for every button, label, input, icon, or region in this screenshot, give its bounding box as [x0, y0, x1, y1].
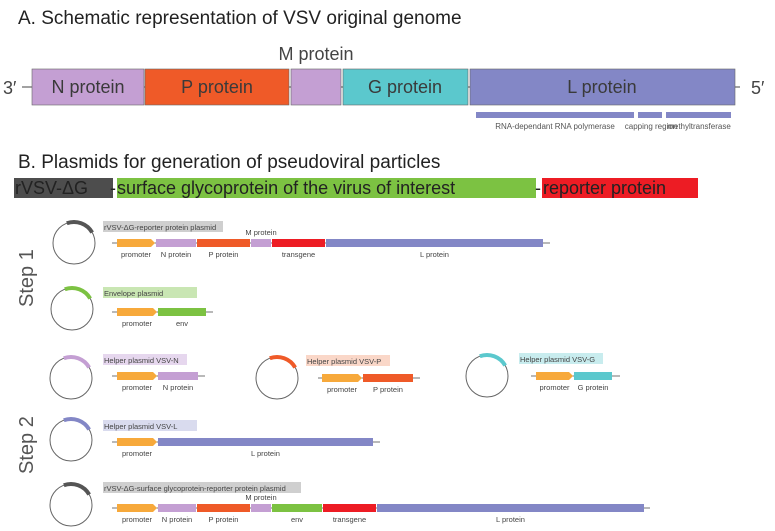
genome-n-label: N protein — [51, 77, 124, 97]
helper-n-title: Helper plasmid VSV-N — [104, 356, 179, 365]
surface-part-4-gene-block — [272, 504, 322, 512]
domain-polymerase-bar — [476, 112, 634, 118]
helper-g-part-1-label: G protein — [578, 383, 609, 392]
surface-part-1-label: N protein — [162, 515, 192, 524]
helper-g-part-1-gene-block — [574, 372, 612, 380]
envelope-plasmid-insert-arc — [64, 286, 92, 300]
surface-part-6-gene-block — [377, 504, 644, 512]
formula-part2: surface glycoprotein of the virus of int… — [117, 178, 455, 198]
helper-n-part-0-label: promoter — [122, 383, 153, 392]
reporter-title-highlight — [103, 221, 223, 232]
helper-n-title-highlight — [103, 354, 187, 365]
genome-l-block — [469, 68, 736, 106]
envelope-part-0-label: promoter — [122, 319, 153, 328]
surface-part-5-label: transgene — [333, 515, 366, 524]
surface-part-0-label: promoter — [122, 515, 153, 524]
helper-l-plasmid-insert-arc — [63, 417, 91, 431]
envelope-title-highlight — [103, 287, 197, 298]
helper-l-part-1-label: L protein — [251, 449, 280, 458]
surface-plasmid-insert-arc — [63, 482, 91, 496]
helper-g-part-0-promoter-arrow — [536, 372, 573, 380]
genome-n-block — [31, 68, 145, 106]
helper-p-title-highlight — [306, 355, 390, 366]
reporter-part-3-gene-block — [251, 239, 271, 247]
formula-sep2: - — [535, 178, 541, 198]
formula-part3: reporter protein — [543, 178, 666, 198]
helper-g-part-0-label: promoter — [539, 383, 570, 392]
surface-part-2-label: P protein — [209, 515, 239, 524]
genome-m-block — [290, 68, 342, 106]
envelope-part-1-gene-block — [158, 308, 206, 316]
reporter-part-1-gene-block — [156, 239, 196, 247]
helper-l-part-1-gene-block — [158, 438, 373, 446]
reporter-part-5-gene-block — [326, 239, 543, 247]
formula-part1-highlight — [14, 178, 113, 198]
envelope-part-0-promoter-arrow — [117, 308, 157, 316]
formula-sep1: - — [110, 178, 116, 198]
surface-title-highlight — [103, 482, 301, 493]
genome-g-label: G protein — [368, 77, 442, 97]
reporter-part-5-label: L protein — [420, 250, 449, 259]
section-a-title: A. Schematic representation of VSV origi… — [18, 8, 462, 29]
helper-p-title: Helper plasmid VSV-P — [307, 357, 381, 366]
surface-title: rVSV-ΔG-surface glycoprotein-reporter pr… — [104, 484, 286, 493]
domain-capping-bar — [638, 112, 662, 118]
envelope-part-1-label: env — [176, 319, 188, 328]
reporter-part-0-label: promoter — [121, 250, 152, 259]
domain-polymerase-label: RNA-dependant RNA polymerase — [495, 122, 615, 131]
helper-l-title: Helper plasmid VSV-L — [104, 422, 177, 431]
surface-part-1-gene-block — [158, 504, 196, 512]
formula-part1: rVSV-ΔG — [15, 178, 88, 198]
plasmid-layer: rVSV-ΔG-reporter protein plasmid promoter… — [49, 220, 650, 527]
domain-methyltransferase-bar — [666, 112, 731, 118]
helper-n-part-1-label: N protein — [163, 383, 193, 392]
surface-part-3-gene-block — [251, 504, 271, 512]
helper-p-plasmid-insert-arc — [269, 355, 297, 369]
formula-part2-highlight — [117, 178, 536, 198]
domain-capping-label: capping region — [625, 122, 677, 131]
step-2-label: Step 2 — [16, 416, 38, 474]
domain-methyltransferase-label: methyltransferase — [667, 122, 731, 131]
helper-p-part-1-label: P protein — [373, 385, 403, 394]
genome-p-label: P protein — [181, 77, 253, 97]
genome-g-block — [342, 68, 469, 106]
helper-n-plasmid-insert-arc — [63, 355, 91, 369]
surface-part-5-gene-block — [323, 504, 376, 512]
genome-l-label: L protein — [567, 77, 636, 97]
section-b-title: B. Plasmids for generation of pseudovira… — [18, 152, 440, 173]
genome-m-label: M protein — [278, 44, 353, 64]
surface-part-2-gene-block — [197, 504, 250, 512]
helper-p-part-1-gene-block — [363, 374, 413, 382]
step-1-label: Step 1 — [16, 249, 38, 307]
surface-m-label: M protein — [245, 493, 276, 502]
surface-part-0-promoter-arrow — [117, 504, 157, 512]
helper-n-part-0-promoter-arrow — [117, 372, 157, 380]
envelope-title: Envelope plasmid — [104, 289, 163, 298]
reporter-part-2-gene-block — [197, 239, 250, 247]
end-3-label: 3′ — [3, 78, 17, 98]
reporter-part-0-promoter-arrow — [117, 239, 155, 247]
helper-l-part-0-label: promoter — [122, 449, 153, 458]
reporter-part-1-label: N protein — [161, 250, 191, 259]
helper-l-title-highlight — [103, 420, 197, 431]
helper-n-part-1-gene-block — [158, 372, 198, 380]
surface-part-6-label: L protein — [496, 515, 525, 524]
reporter-plasmid-insert-arc — [66, 220, 94, 234]
helper-g-title: Helper plasmid VSV-G — [520, 355, 595, 364]
genome-p-block — [144, 68, 290, 106]
helper-l-part-0-promoter-arrow — [117, 438, 157, 446]
helper-g-plasmid-insert-arc — [479, 353, 507, 367]
end-5-label: 5′ — [751, 78, 765, 98]
formula-part3-highlight — [542, 178, 698, 198]
surface-part-4-label: env — [291, 515, 303, 524]
reporter-part-4-label: transgene — [282, 250, 315, 259]
reporter-m-label: M protein — [245, 228, 276, 237]
helper-g-title-highlight — [519, 353, 603, 364]
reporter-title: rVSV-ΔG-reporter protein plasmid — [104, 223, 216, 232]
helper-p-part-0-promoter-arrow — [322, 374, 362, 382]
reporter-part-2-label: P protein — [209, 250, 239, 259]
helper-p-part-0-label: promoter — [327, 385, 358, 394]
reporter-part-4-gene-block — [272, 239, 325, 247]
